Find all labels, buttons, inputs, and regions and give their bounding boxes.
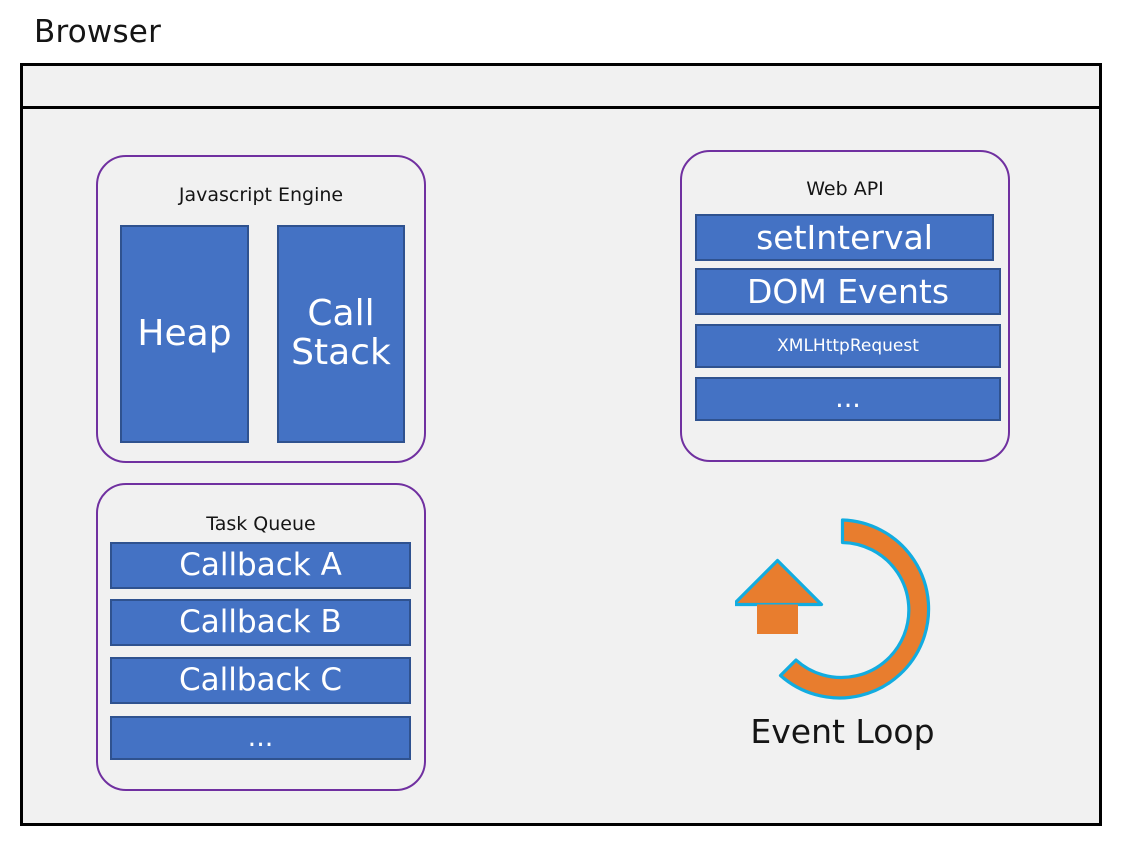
event-loop-label: Event Loop	[750, 712, 935, 751]
task-queue-item-callback-b[interactable]: Callback B	[110, 599, 411, 646]
web-api-item-dom-events[interactable]: DOM Events	[695, 268, 1001, 315]
task-queue-item-callback-a[interactable]: Callback A	[110, 542, 411, 589]
web-api-panel: Web API	[680, 150, 1010, 462]
call-stack-box[interactable]: Call Stack	[277, 225, 405, 443]
browser-toolbar[interactable]	[23, 66, 1099, 109]
task-queue-item-callback-c[interactable]: Callback C	[110, 657, 411, 704]
javascript-engine-panel: Javascript Engine	[96, 155, 426, 463]
event-loop-group: Event Loop	[735, 512, 950, 767]
web-api-item-more[interactable]: ...	[695, 377, 1001, 421]
heap-box[interactable]: Heap	[120, 225, 249, 443]
task-queue-item-more[interactable]: ...	[110, 716, 411, 760]
web-api-title: Web API	[806, 178, 884, 200]
page-title: Browser	[34, 14, 162, 50]
javascript-engine-title: Javascript Engine	[178, 184, 344, 206]
web-api-item-xmlhttprequest[interactable]: XMLHttpRequest	[695, 324, 1001, 368]
circular-arrow-icon	[735, 518, 931, 700]
web-api-item-setinterval[interactable]: setInterval	[695, 214, 994, 261]
task-queue-title: Task Queue	[206, 513, 316, 535]
task-queue-panel: Task Queue	[96, 483, 426, 791]
